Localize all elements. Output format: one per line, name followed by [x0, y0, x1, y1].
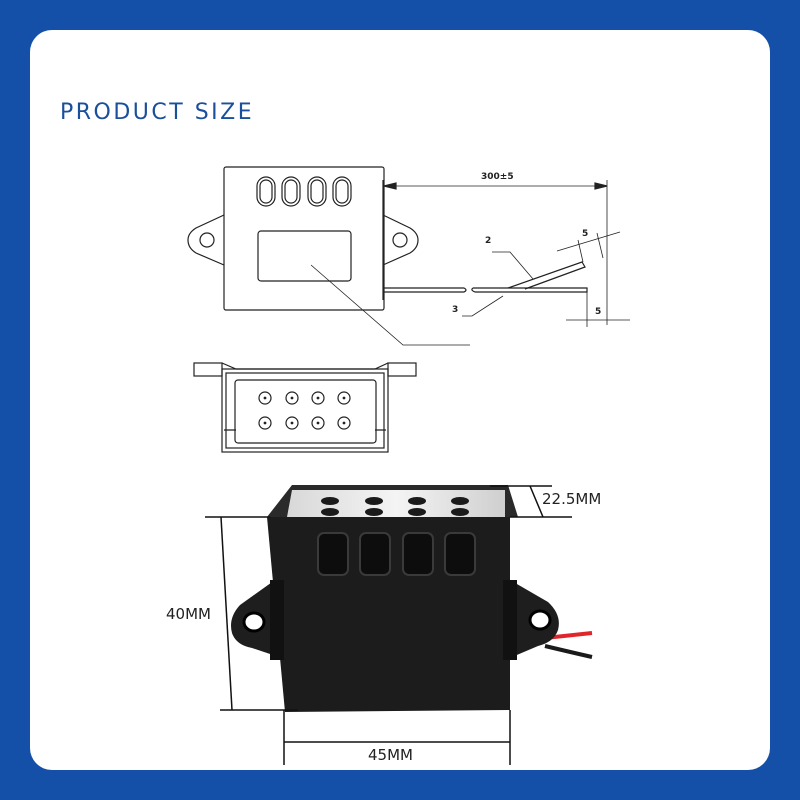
cable-length-label: 300±5	[481, 172, 514, 182]
black-wire	[544, 644, 593, 659]
callout-3-label: 3	[452, 305, 459, 315]
strip-length-bottom-label: 5	[595, 307, 602, 317]
strip-length-top-label: 5	[582, 229, 589, 239]
width-dimension-label: 45MM	[368, 746, 413, 764]
callout-2-label: 2	[485, 236, 492, 246]
depth-dimension-label: 22.5MM	[542, 490, 602, 508]
page-title: PRODUCT SIZE	[60, 100, 255, 125]
height-dimension-label: 40MM	[166, 605, 211, 623]
